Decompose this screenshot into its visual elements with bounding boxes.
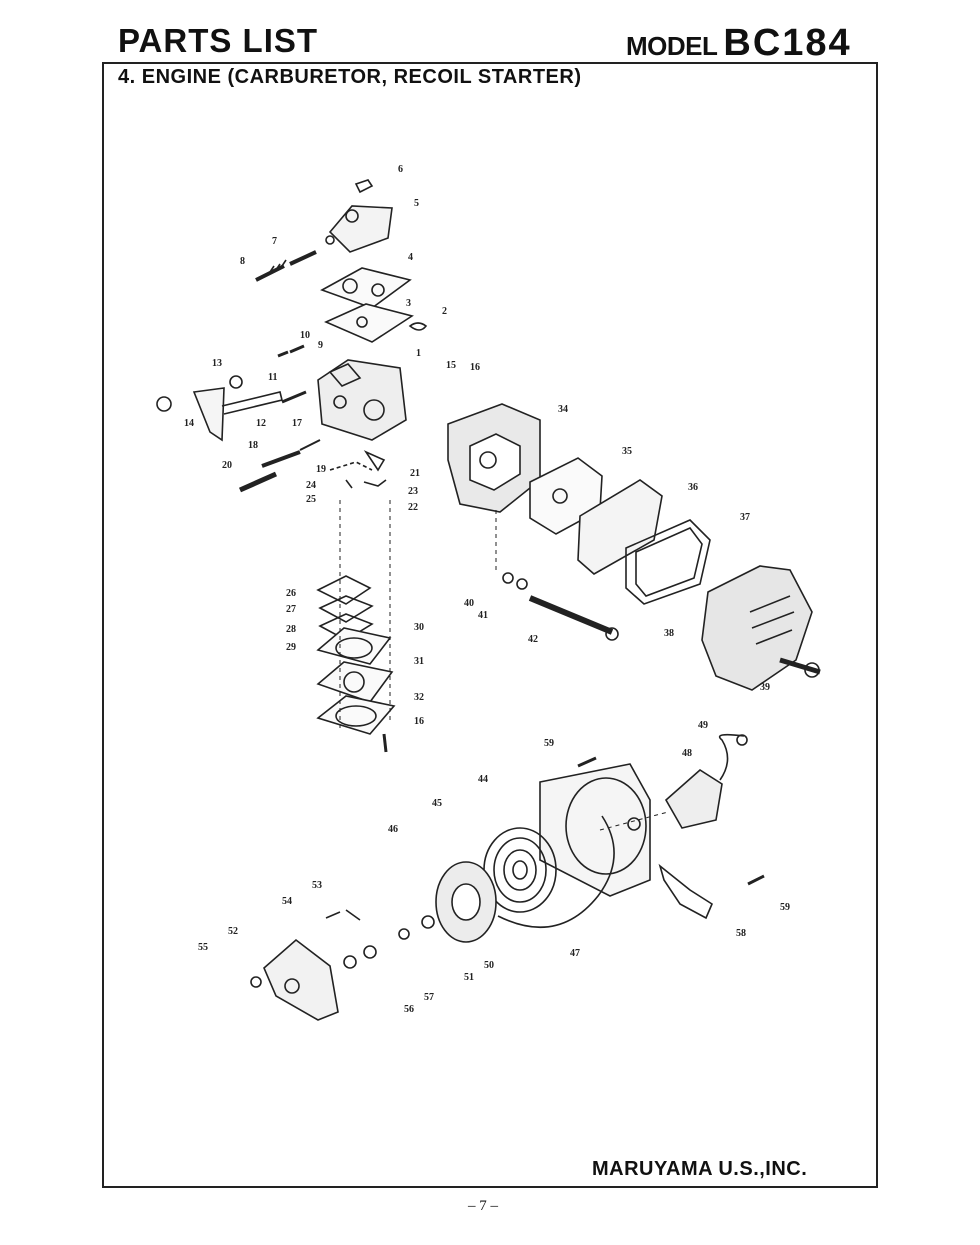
- callout-7: 7: [272, 236, 277, 247]
- assembly-guide-lines: [339, 500, 669, 831]
- starter-handle-part: [664, 733, 748, 829]
- throttle-lever-part: [156, 375, 283, 442]
- callout-35: 35: [622, 446, 632, 457]
- callout-18: 18: [248, 440, 258, 451]
- insulator-34-part: [447, 403, 541, 513]
- callout-22: 22: [408, 502, 418, 513]
- callout-19: 19: [316, 464, 326, 475]
- company-name: MARUYAMA U.S.,INC.: [592, 1158, 808, 1180]
- callout-58: 58: [736, 928, 746, 939]
- callout-45: 45: [432, 798, 442, 809]
- carb-screws-part: [238, 439, 321, 493]
- callout-53: 53: [312, 880, 322, 891]
- callout-16: 16: [470, 362, 480, 373]
- adjust-screws-part: [255, 250, 317, 282]
- callout-8: 8: [240, 256, 245, 267]
- callout-54: 54: [282, 896, 292, 907]
- diagram-frame: [102, 62, 878, 1188]
- callout-41: 41: [478, 610, 488, 621]
- starter-plate-part: [250, 909, 435, 1021]
- callout-37: 37: [740, 512, 750, 523]
- callout-47: 47: [570, 948, 580, 959]
- long-bolt-part: [502, 572, 619, 641]
- callout-40: 40: [464, 598, 474, 609]
- callout-56: 56: [404, 1004, 414, 1015]
- callout-34: 34: [558, 404, 568, 415]
- page-number: – 7 –: [468, 1198, 498, 1214]
- callout-46: 46: [388, 824, 398, 835]
- callout-3: 3: [406, 298, 411, 309]
- callout-50: 50: [484, 960, 494, 971]
- callout-57: 57: [424, 992, 434, 1003]
- callout-48: 48: [682, 748, 692, 759]
- callout-10: 10: [300, 330, 310, 341]
- callout-59b: 59: [780, 902, 790, 913]
- carburetor-body-part: [277, 344, 407, 441]
- callout-14: 14: [184, 418, 194, 429]
- callout-39: 39: [760, 682, 770, 693]
- callout-11: 11: [268, 372, 277, 383]
- callout-15: 15: [446, 360, 456, 371]
- callout-4: 4: [408, 252, 413, 263]
- callout-49: 49: [698, 720, 708, 731]
- callout-9: 9: [318, 340, 323, 351]
- callout-59a: 59: [544, 738, 554, 749]
- gasket-37-part: [625, 519, 711, 605]
- callout-6: 6: [398, 164, 403, 175]
- carb-gasket-part: [320, 267, 428, 343]
- callout-32: 32: [414, 692, 424, 703]
- callout-16b: 16: [414, 716, 424, 727]
- model-number: BC184: [723, 22, 852, 64]
- callout-2: 2: [442, 306, 447, 317]
- callout-51: 51: [464, 972, 474, 983]
- callout-42: 42: [528, 634, 538, 645]
- callout-17: 17: [292, 418, 302, 429]
- callout-27: 27: [286, 604, 296, 615]
- callout-12: 12: [256, 418, 266, 429]
- callout-31: 31: [414, 656, 424, 667]
- callout-21: 21: [410, 468, 420, 479]
- callout-1: 1: [416, 348, 421, 359]
- air-cleaner-cover-part: [701, 565, 821, 691]
- callout-28: 28: [286, 624, 296, 635]
- carb-cover-part: [325, 179, 393, 253]
- callout-52: 52: [228, 926, 238, 937]
- callout-38: 38: [664, 628, 674, 639]
- callout-25: 25: [306, 494, 316, 505]
- callout-36: 36: [688, 482, 698, 493]
- callout-30: 30: [414, 622, 424, 633]
- callout-26: 26: [286, 588, 296, 599]
- model-label: MODEL: [626, 31, 718, 61]
- callout-5: 5: [414, 198, 419, 209]
- callout-44: 44: [478, 774, 488, 785]
- pump-diaphragm-stack-part: [316, 575, 396, 753]
- starter-case-part: [539, 763, 651, 897]
- section-title: 4. ENGINE (CARBURETOR, RECOIL STARTER): [118, 66, 582, 88]
- exploded-parts-diagram: 1 2 3 4 5 6 7 8 9 10 11 12 13 14 15 16 1…: [156, 164, 821, 1021]
- callout-29: 29: [286, 642, 296, 653]
- page-title: PARTS LIST: [118, 22, 319, 59]
- starter-pulley-part: [435, 815, 615, 943]
- air-filter-36-part: [577, 479, 663, 575]
- callout-23: 23: [408, 486, 418, 497]
- bracket-58-part: [577, 756, 765, 920]
- callout-13: 13: [212, 358, 222, 369]
- callout-55: 55: [198, 942, 208, 953]
- needle-parts-part: [329, 450, 387, 489]
- callout-20: 20: [222, 460, 232, 471]
- callout-24: 24: [306, 480, 316, 491]
